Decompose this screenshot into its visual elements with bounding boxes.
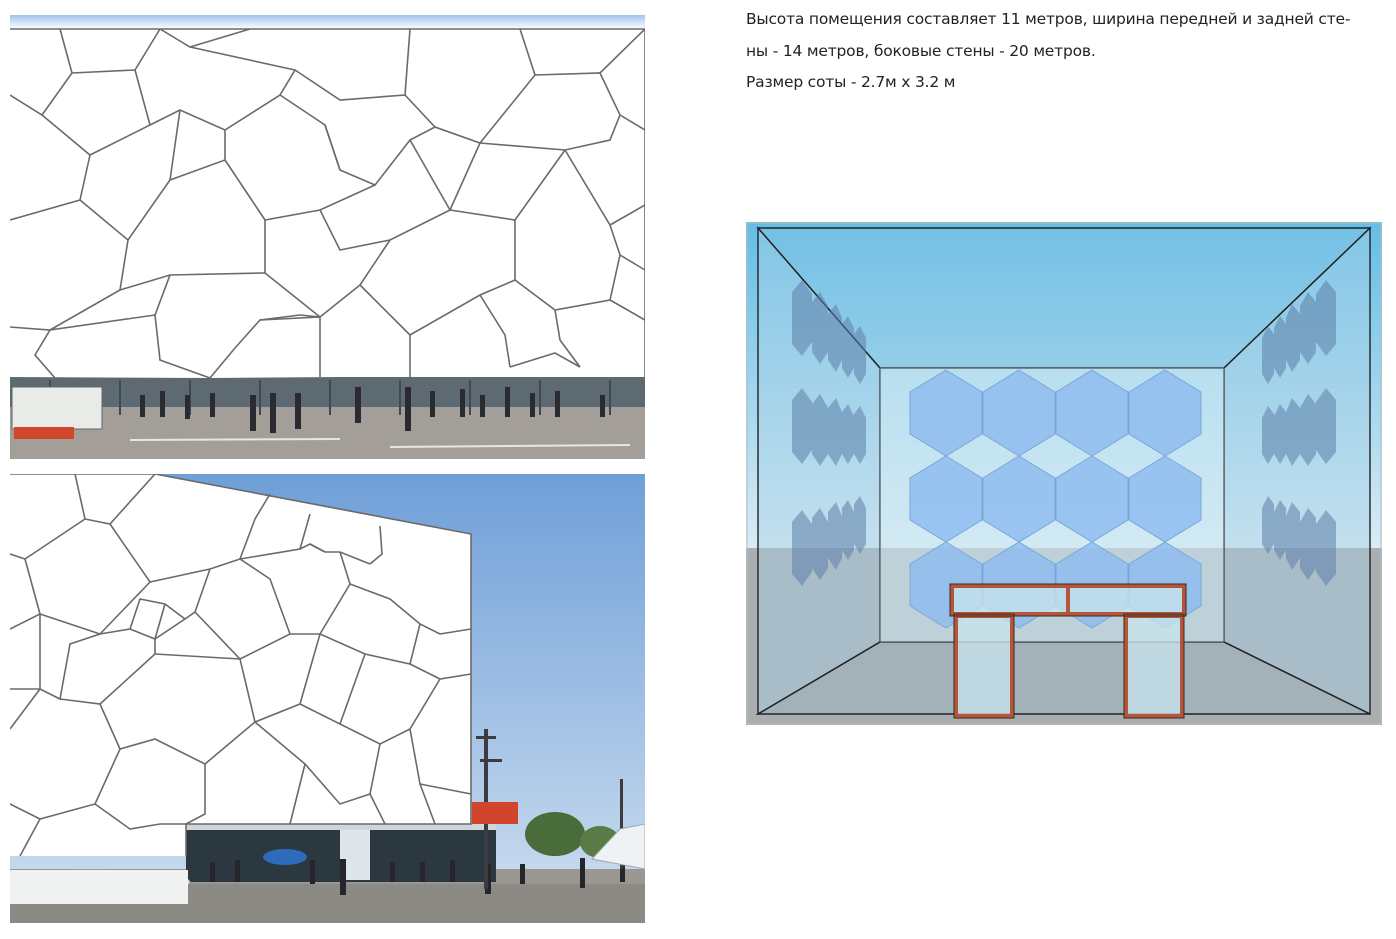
room-interior-render-icon — [746, 222, 1382, 725]
caption-line-1: Высота помещения составляет 11 метров, ш… — [746, 10, 1351, 28]
room-render — [746, 222, 1382, 725]
facade-photo-top — [10, 15, 645, 459]
voronoi-building-photo-icon — [10, 474, 645, 923]
caption-line-3: Размер соты - 2.7м x 3.2 м — [746, 73, 956, 91]
caption-line-2: ны - 14 метров, боковые стены - 20 метро… — [746, 41, 1096, 60]
voronoi-facade-photo-icon — [10, 15, 645, 459]
description-text: Высота помещения составляет 11 метров, ш… — [746, 4, 1386, 99]
building-photo-bottom — [10, 474, 645, 923]
